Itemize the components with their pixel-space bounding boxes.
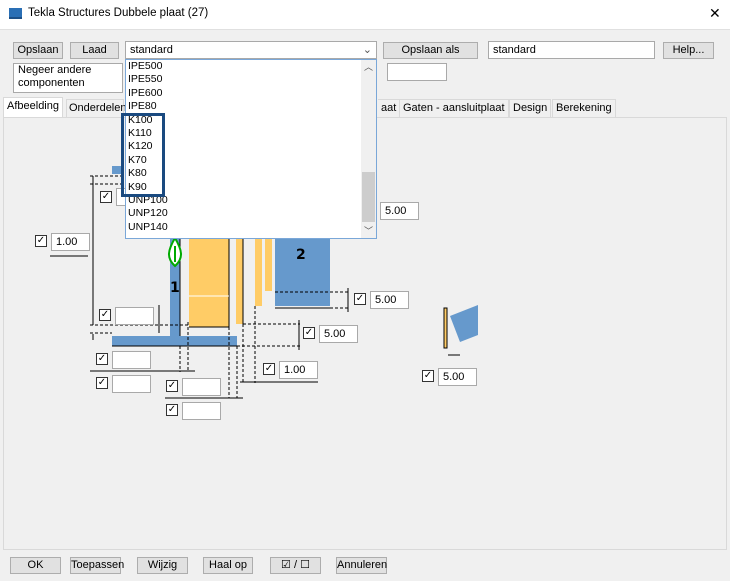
dropdown-item[interactable]: UNP140 — [128, 220, 168, 233]
dim-checkbox[interactable]: ✓ — [96, 377, 108, 389]
dim-checkbox[interactable]: ✓ — [100, 191, 112, 203]
toggle-checkboxes-button[interactable]: ☑ / ☐ — [270, 557, 321, 574]
dropdown-item[interactable]: IPE80 — [128, 100, 157, 113]
save-button[interactable]: Opslaan — [13, 42, 63, 59]
dim-checkbox[interactable]: ✓ — [99, 309, 111, 321]
dim-checkbox[interactable]: ✓ — [263, 363, 275, 375]
dropdown-item[interactable]: IPE500 — [128, 60, 163, 72]
preset-value: standard — [130, 44, 173, 56]
part-1-label: 1 — [170, 280, 180, 296]
dim-input[interactable]: 5.00 — [380, 202, 419, 220]
cancel-button[interactable]: Annuleren — [336, 557, 387, 574]
double-plate — [189, 236, 229, 327]
dropdown-item[interactable]: K90 — [128, 180, 147, 193]
dropdown-item[interactable]: IPE550 — [128, 73, 163, 86]
dropdown-item[interactable]: K80 — [128, 167, 147, 180]
dropdown-item[interactable]: K110 — [128, 127, 152, 139]
chevron-down-icon: ⌄ — [362, 44, 372, 56]
part-2-label: 2 — [296, 247, 306, 263]
tab-aansluitplaat[interactable]: aat — [378, 99, 401, 117]
close-icon[interactable]: ✕ — [709, 5, 721, 21]
dropdown-item[interactable]: UNP100 — [128, 194, 168, 206]
tab-berekening[interactable]: Berekening — [552, 99, 616, 117]
dim-input[interactable] — [182, 402, 221, 420]
dim-input[interactable]: 5.00 — [438, 368, 477, 386]
dropdown-scrollbar[interactable]: ︿ ﹀ — [361, 60, 376, 238]
dim-checkbox[interactable]: ✓ — [96, 353, 108, 365]
window-title: Tekla Structures Dubbele plaat (27) — [28, 7, 209, 19]
save-as-name-input[interactable]: standard — [488, 41, 655, 59]
base-plate — [112, 336, 237, 346]
help-button[interactable]: Help... — [663, 42, 714, 59]
dim-input[interactable]: 5.00 — [319, 325, 358, 343]
dim-checkbox[interactable]: ✓ — [166, 380, 178, 392]
dim-input[interactable]: 1.00 — [279, 361, 318, 379]
end-plate — [236, 236, 243, 324]
dim-input[interactable] — [112, 351, 151, 369]
ok-button[interactable]: OK — [10, 557, 61, 574]
dim-input[interactable] — [182, 378, 221, 396]
save-as-button[interactable]: Opslaan als — [383, 42, 478, 59]
dim-input[interactable]: 5.00 — [370, 291, 409, 309]
tekla-icon — [9, 8, 22, 19]
dropdown-item[interactable]: K70 — [128, 153, 147, 166]
scrollbar-thumb[interactable] — [362, 172, 375, 222]
dim-checkbox[interactable]: ✓ — [354, 293, 366, 305]
tab-gaten-aansluitplaat[interactable]: Gaten - aansluitplaat — [399, 99, 509, 117]
dropdown-item[interactable]: IPE600 — [128, 86, 163, 99]
dim-checkbox[interactable]: ✓ — [35, 235, 47, 247]
tab-onderdelen[interactable]: Onderdelen — [66, 99, 127, 117]
dim-checkbox[interactable]: ✓ — [166, 404, 178, 416]
ignore-components-select[interactable]: Negeer andere componenten — [13, 63, 123, 93]
dim-input[interactable] — [112, 375, 151, 393]
title-bar: Tekla Structures Dubbele plaat (27) ✕ — [0, 0, 730, 30]
preset-combo[interactable]: standard ⌄ — [125, 41, 377, 59]
get-button[interactable]: Haal op — [203, 557, 253, 574]
dropdown-item[interactable]: K100 — [128, 113, 153, 126]
dim-input[interactable] — [115, 307, 154, 325]
k-profiles-highlight — [121, 113, 165, 197]
beam-2 — [275, 236, 330, 306]
scroll-down-icon[interactable]: ﹀ — [364, 226, 374, 236]
tab-design[interactable]: Design — [509, 99, 552, 117]
dim-checkbox[interactable]: ✓ — [303, 327, 315, 339]
preset-dropdown-list[interactable]: IPE500 IPE550 IPE600 IPE80 K100 K110 K12… — [125, 59, 377, 239]
dropdown-item[interactable]: UNP120 — [128, 207, 168, 220]
column-flange-top — [112, 166, 124, 174]
dim-checkbox[interactable]: ✓ — [422, 370, 434, 382]
dim-input[interactable]: 1.00 — [51, 233, 90, 251]
apply-button[interactable]: Toepassen — [70, 557, 124, 574]
dropdown-item[interactable]: K120 — [128, 140, 153, 153]
modify-button[interactable]: Wijzig — [137, 557, 188, 574]
extra-input[interactable] — [387, 63, 447, 81]
tab-afbeelding[interactable]: Afbeelding — [3, 97, 63, 118]
column-web — [170, 236, 180, 336]
scroll-up-icon[interactable]: ︿ — [364, 62, 374, 72]
load-button[interactable]: Laad — [70, 42, 119, 59]
